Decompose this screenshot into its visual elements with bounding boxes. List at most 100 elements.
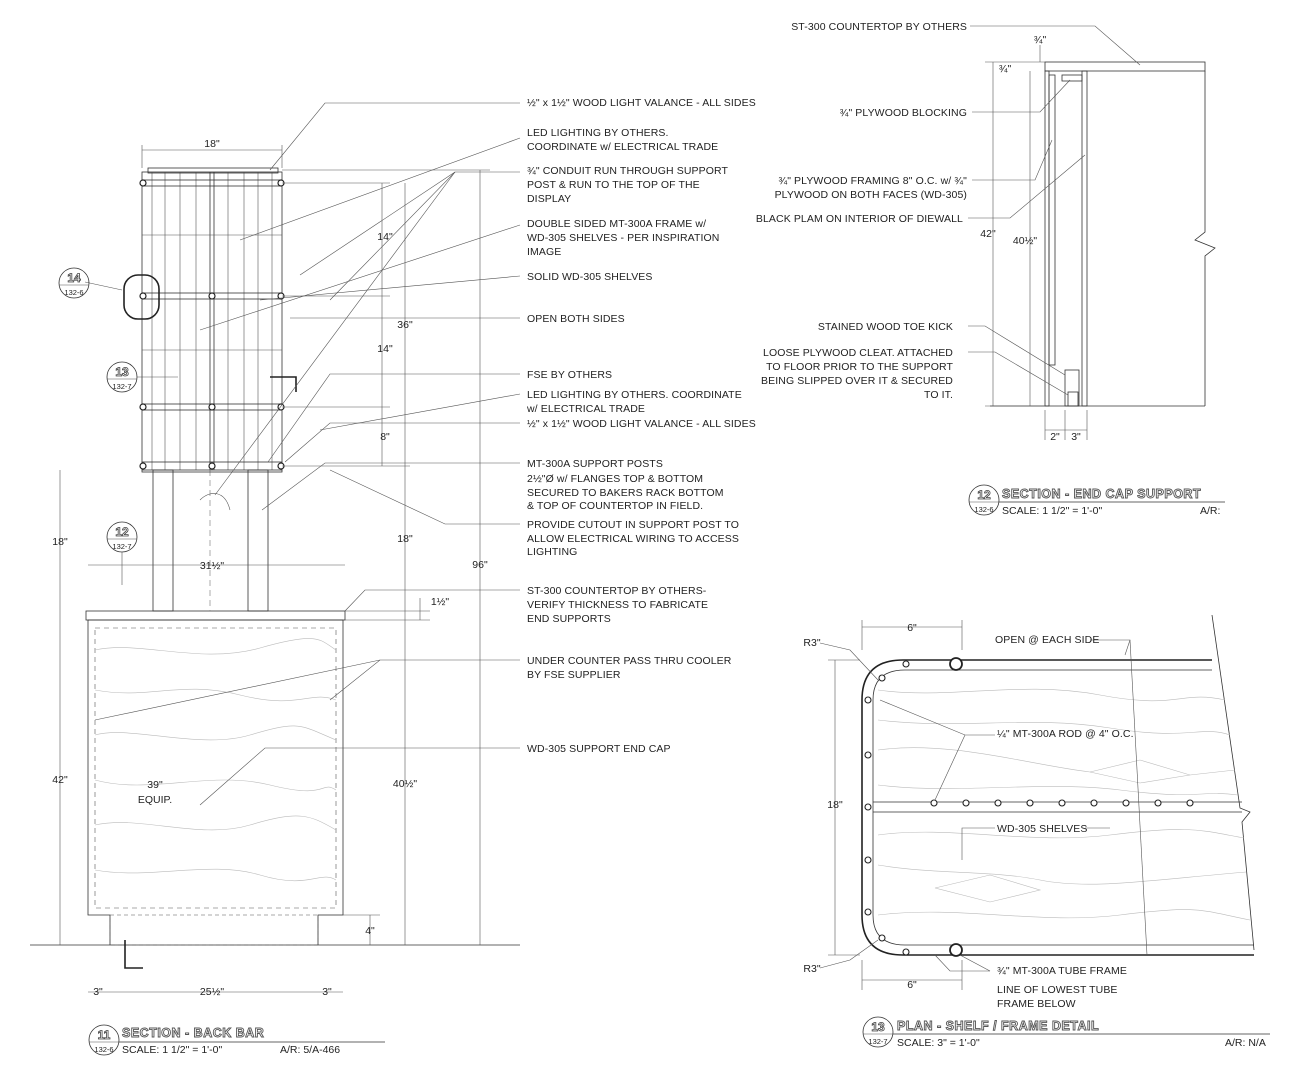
- end-cap-countertop: [1044, 61, 1206, 72]
- cutout-mark: [199, 493, 231, 511]
- title-11-text: SECTION - BACK BAR: [122, 1026, 264, 1040]
- section-bubble-13[interactable]: 13 132-7: [106, 361, 178, 393]
- display-shelves: [141, 179, 283, 471]
- dim-counter-height: 42": [52, 774, 68, 786]
- notes-drawing-11: ½" x 1½" WOOD LIGHT VALANCE - ALL SIDES …: [526, 97, 756, 755]
- plan-wood-grain: [877, 688, 1251, 921]
- bubble-12-sheet: 132-7: [112, 542, 131, 551]
- title-13-number: 13: [871, 1020, 885, 1034]
- note-11-13-line0: WD-305 SUPPORT END CAP: [527, 743, 671, 755]
- note-11-9-line0: MT-300A SUPPORT POSTS: [527, 458, 663, 470]
- plan-break-line: [1211, 614, 1255, 951]
- note-11-7-line0: LED LIGHTING BY OTHERS. COORDINATE: [527, 389, 742, 401]
- note-11-0-line0: ½" x 1½" WOOD LIGHT VALANCE - ALL SIDES: [527, 97, 756, 109]
- title-13-ref: A/R: N/A: [1225, 1037, 1266, 1049]
- end-cap-dim-top: ¾": [1034, 34, 1047, 46]
- end-cap-dim-bottom-a: 2": [1050, 431, 1060, 443]
- note-12-2-line0: ¾" PLYWOOD FRAMING 8" O.C. w/ ¾": [778, 175, 967, 187]
- note-11-3-line0: DOUBLE SIDED MT-300A FRAME w/: [527, 218, 706, 230]
- note-12-5-line0: LOOSE PLYWOOD CLEAT. ATTACHED: [763, 347, 953, 359]
- dimension-lines: [59, 145, 490, 993]
- dim-cap-height: 40½": [393, 778, 417, 790]
- plan-dim-depth: 18": [827, 799, 843, 811]
- section-bubble-14[interactable]: 14 132-6: [58, 267, 90, 299]
- end-cap-dim-bottom-b: 3": [1071, 431, 1081, 443]
- title-11-scale: SCALE: 1 1/2" = 1'-0": [122, 1044, 222, 1056]
- support-post-left: [152, 469, 174, 612]
- plan-dimension-texts: R3" R3" 6" 6" 18": [803, 622, 917, 991]
- note-12-0-line0: ST-300 COUNTERTOP BY OTHERS: [791, 21, 967, 33]
- plan-dim-r-top: R3": [803, 637, 820, 649]
- dim-display-height: 36": [397, 319, 413, 331]
- dim-top-width: 18": [204, 138, 220, 150]
- plan-dimension-lines: [828, 620, 963, 990]
- dim-left-foot: 3": [93, 986, 103, 998]
- note-12-4-line0: STAINED WOOD TOE KICK: [818, 321, 953, 333]
- note-12-5-line3: TO IT.: [924, 389, 953, 401]
- dim-equip-label: EQUIP.: [138, 794, 172, 806]
- top-valance: [147, 167, 279, 174]
- note-11-9-line1: 2½"Ø w/ FLANGES TOP & BOTTOM: [527, 473, 703, 485]
- dim-right-foot: 3": [322, 986, 332, 998]
- bubble-14-number: 14: [67, 271, 81, 285]
- bubble-13-sheet: 132-7: [112, 382, 131, 391]
- title-12-number: 12: [977, 488, 991, 502]
- dim-countertop-thick: 1½": [431, 596, 450, 608]
- note-11-10-line1: ALLOW ELECTRICAL WIRING TO ACCESS: [527, 533, 739, 545]
- tube-end-bottom: [949, 943, 963, 957]
- dim-equip: 39": [147, 779, 163, 791]
- end-cap-dim-side: ¾": [999, 63, 1012, 75]
- note-11-7-line1: w/ ELECTRICAL TRADE: [526, 403, 645, 415]
- plywood-blocking: [1061, 74, 1083, 82]
- note-11-10-line0: PROVIDE CUTOUT IN SUPPORT POST TO: [527, 519, 739, 531]
- title-block-13: 13 132-7 PLAN - SHELF / FRAME DETAIL SCA…: [862, 1016, 1270, 1049]
- bubble-13-number: 13: [115, 365, 129, 379]
- note-13-1-line0: ¼" MT-300A ROD @ 4" O.C.: [997, 728, 1134, 740]
- note-11-9-line2: SECURED TO BAKERS RACK BOTTOM: [527, 487, 724, 499]
- note-11-12-line1: BY FSE SUPPLIER: [527, 669, 621, 681]
- note-11-3-line1: WD-305 SHELVES - PER INSPIRATION: [527, 232, 719, 244]
- bubble-14-sheet: 132-6: [64, 288, 83, 297]
- title-12-ref: A/R:: [1200, 505, 1220, 517]
- bracket-mark: [270, 376, 297, 392]
- title-block-12: 12 132-6 SECTION - END CAP SUPPORT SCALE…: [968, 484, 1225, 517]
- title-12-text: SECTION - END CAP SUPPORT: [1002, 487, 1201, 501]
- countertop: [85, 610, 346, 621]
- section-bubble-12[interactable]: 12 132-7: [106, 521, 138, 585]
- section-back-bar-drawing: 14 132-6 13 132-7 12 132-7 18" 14" 14" 8…: [30, 97, 756, 1056]
- leader-lines: [84, 102, 521, 806]
- title-13-sheet: 132-7: [868, 1037, 887, 1046]
- note-11-1-line1: COORDINATE w/ ELECTRICAL TRADE: [527, 141, 718, 153]
- end-cap-leader-lines: [968, 25, 1141, 396]
- note-12-2-line1: PLYWOOD ON BOTH FACES (WD-305): [775, 189, 967, 201]
- tube-frame-outer: [861, 659, 1254, 956]
- end-cap-face-right: [1081, 70, 1088, 407]
- plan-dim-r-bottom: R3": [803, 963, 820, 975]
- note-11-11-line0: ST-300 COUNTERTOP BY OTHERS-: [527, 585, 707, 597]
- end-cap-wood-grain: [94, 638, 337, 882]
- note-12-5-line1: TO FLOOR PRIOR TO THE SUPPORT: [766, 361, 953, 373]
- note-11-4-line0: SOLID WD-305 SHELVES: [527, 271, 653, 283]
- dim-post-height-right: 18": [397, 533, 413, 545]
- plan-dim-top: 6": [907, 622, 917, 634]
- note-11-12-line0: UNDER COUNTER PASS THRU COOLER: [527, 655, 732, 667]
- note-13-4-line1: FRAME BELOW: [997, 998, 1076, 1010]
- plan-rods: [864, 660, 1194, 956]
- note-11-5-line0: OPEN BOTH SIDES: [527, 313, 625, 325]
- section-end-cap-support-drawing: ¾" ¾" 42" 40½" 2" 3" ST-300 COUNTERTOP B…: [756, 21, 1225, 517]
- dim-counter-width: 31½": [200, 560, 224, 572]
- dim-spacing-b: 14": [377, 343, 393, 355]
- dim-post-height: 18": [52, 536, 68, 548]
- title-11-sheet: 132-6: [94, 1045, 113, 1054]
- plan-leader-lines: [819, 639, 1148, 972]
- dimension-texts: 18" 14" 14" 8" 36" 18" 18" 96" 31½" 1½" …: [52, 138, 488, 998]
- end-cap-inner: [94, 627, 337, 909]
- note-11-2-line0: ¾" CONDUIT RUN THROUGH SUPPORT: [527, 165, 728, 177]
- end-cap-dimension-lines: [985, 45, 1088, 440]
- end-cap-dimension-texts: ¾" ¾" 42" 40½" 2" 3": [980, 34, 1081, 443]
- title-13-text: PLAN - SHELF / FRAME DETAIL: [897, 1019, 1099, 1033]
- support-post-right: [247, 469, 269, 612]
- tube-frame-inner: [872, 669, 1254, 946]
- plan-shelf-frame-drawing: R3" R3" 6" 6" 18" OPEN @ EACH SIDE ¼" MT…: [803, 614, 1270, 1049]
